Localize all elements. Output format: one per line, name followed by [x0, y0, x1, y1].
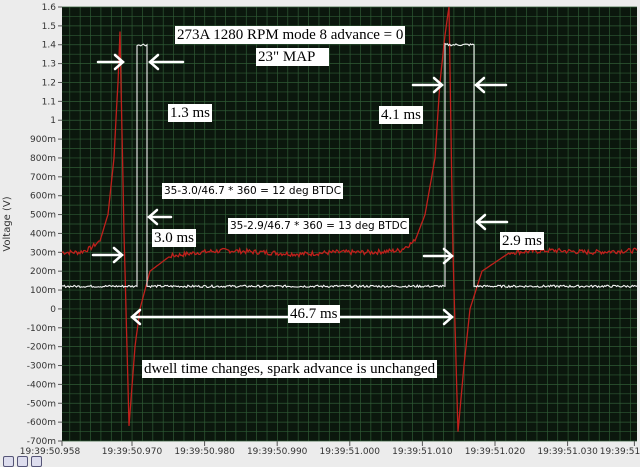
x-tick-label: 19:39:50.990 — [247, 447, 308, 457]
arrow-left-dwell2-head — [474, 76, 486, 94]
y-tick-label: 800m — [30, 154, 56, 164]
arrow-left-dwell1-head — [148, 53, 160, 71]
y-tick-label: -400m — [27, 380, 56, 390]
annotation-lead-1: 3.0 ms — [152, 229, 197, 247]
arrow-left-lead1-head — [147, 208, 159, 226]
y-tick-label: 1 — [50, 116, 56, 126]
trace-ignition-primary — [61, 6, 638, 432]
y-tick-label: 1.3 — [42, 60, 56, 70]
y-tick-label: 500m — [30, 211, 56, 221]
annotation-subtitle: 23" MAP — [256, 48, 330, 66]
y-tick-label: 1.6 — [42, 3, 57, 13]
y-tick-label: -100m — [27, 324, 56, 334]
y-tick-label: 700m — [30, 173, 56, 183]
x-tick-label: 19:39:51.020 — [465, 447, 526, 457]
y-tick-label: -700m — [27, 437, 56, 447]
traces — [61, 6, 638, 432]
y-axis-title: Voltage (V) — [2, 196, 13, 251]
y-tick-label: 300m — [30, 248, 56, 258]
x-tick-label: 19:39:51.010 — [392, 447, 453, 457]
annotation-title: 273A 1280 RPM mode 8 advance = 0 — [175, 26, 406, 44]
x-tick-label: 19:39:51 — [600, 447, 640, 457]
arrow-period-left-head — [130, 308, 142, 326]
x-tick-label: 19:39:51.030 — [537, 447, 598, 457]
annotation-calc-1: 35-3.0/46.7 * 360 = 12 deg BTDC — [162, 183, 344, 199]
trace-coil-trigger — [61, 42, 638, 289]
annotation-note: dwell time changes, spark advance is unc… — [142, 360, 438, 378]
arrow-right-lead2-head — [442, 247, 454, 265]
y-tick-label: 1.5 — [42, 22, 56, 32]
y-tick-label: -500m — [27, 399, 56, 409]
y-tick-label: 0 — [50, 305, 56, 315]
annotation-dwell-2: 4.1 ms — [379, 106, 424, 124]
y-tick-label: -600m — [27, 418, 56, 428]
arrow-period-right-head — [442, 308, 454, 326]
x-tick-label: 19:39:50.970 — [102, 447, 163, 457]
arrow-right-dwell2-head — [432, 76, 444, 94]
x-tick-label: 19:39:50.958 — [20, 447, 81, 457]
y-tick-label: 100m — [30, 286, 56, 296]
zoom-tool-icon[interactable] — [3, 456, 14, 467]
cursor-tool-icon[interactable] — [31, 456, 42, 467]
y-tick-label: 600m — [30, 192, 56, 202]
x-tick-label: 19:39:50.980 — [174, 447, 235, 457]
y-tick-label: 400m — [30, 229, 56, 239]
y-tick-label: 1.2 — [42, 78, 56, 88]
y-tick-label: -200m — [27, 343, 56, 353]
x-axis: 19:39:50.958 19:39:50.970 19:39:50.980 19:3… — [20, 441, 640, 457]
y-tick-label: 900m — [30, 135, 56, 145]
pan-tool-icon[interactable] — [17, 456, 28, 467]
y-tick-label: -300m — [27, 362, 56, 372]
annotation-arrows — [91, 53, 509, 326]
x-tick-label: 19:39:51.000 — [320, 447, 381, 457]
annotation-lead-2: 2.9 ms — [500, 232, 545, 250]
arrow-right-lead1-head — [112, 246, 124, 264]
y-axis: 1.6 1.5 1.4 1.3 1.2 1.1 1 900m 800m 700m 600m 500m 4… — [27, 3, 62, 447]
y-tick-label: 1.1 — [42, 97, 56, 107]
annotation-calc-2: 35-2.9/46.7 * 360 = 13 deg BTDC — [228, 218, 410, 234]
graph-tools — [3, 456, 42, 467]
annotation-dwell-1: 1.3 ms — [168, 104, 213, 122]
y-tick-label: 1.4 — [42, 41, 57, 51]
arrow-left-lead2-head — [475, 213, 487, 231]
y-tick-label: 200m — [30, 267, 56, 277]
annotation-period: 46.7 ms — [288, 305, 340, 323]
arrow-right-dwell1-head — [113, 53, 125, 71]
